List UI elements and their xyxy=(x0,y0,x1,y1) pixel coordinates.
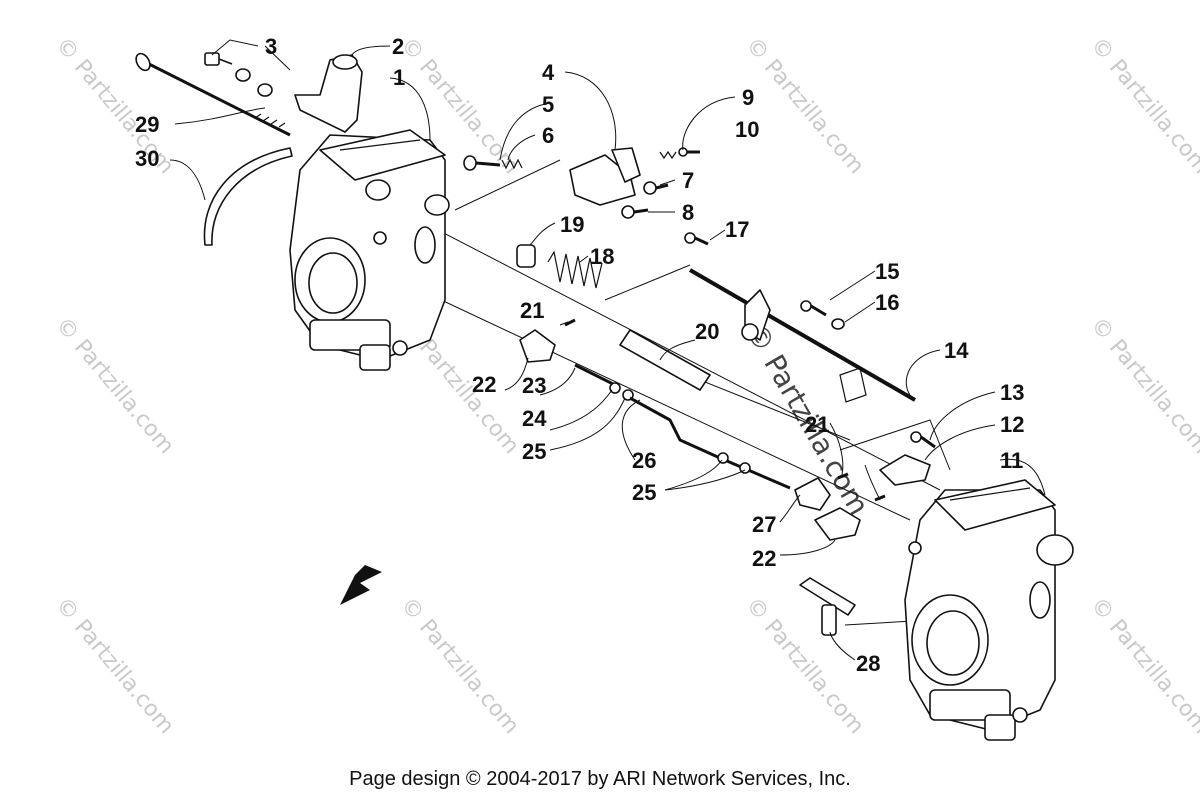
bracket-12 xyxy=(879,454,931,486)
fitting-28 xyxy=(799,577,856,636)
screw-spring-5-6 xyxy=(463,155,523,171)
tube-20 xyxy=(619,329,711,391)
callout-25-lower: 25 xyxy=(632,480,656,505)
shaft-14 xyxy=(688,268,917,403)
leader-lines xyxy=(169,39,1046,661)
callout-21-left: 21 xyxy=(520,298,544,323)
clip-22-left xyxy=(519,329,556,363)
carburetor-left-1 xyxy=(289,129,450,371)
callout-labels: 1 2 3 4 5 6 7 8 9 10 11 12 13 14 15 16 1… xyxy=(135,34,1024,676)
callout-14: 14 xyxy=(944,338,969,363)
screw-7 xyxy=(643,181,669,195)
callout-8: 8 xyxy=(682,200,694,225)
clip-22-right xyxy=(814,507,861,541)
callout-4: 4 xyxy=(542,60,555,85)
watermark-5: © Partzilla.com xyxy=(50,313,178,459)
callout-15: 15 xyxy=(875,259,899,284)
watermark-11: © Partzilla.com xyxy=(1085,593,1200,739)
callout-25-upper: 25 xyxy=(522,439,546,464)
footer-copyright: Page design © 2004-2017 by ARI Network S… xyxy=(349,768,851,790)
rod-assembly-23-26 xyxy=(574,363,791,490)
callout-11: 11 xyxy=(1000,448,1023,473)
callout-21-right: 21 xyxy=(805,412,829,437)
spring-18 xyxy=(547,250,603,289)
direction-arrow-icon xyxy=(340,565,382,605)
plate-4 xyxy=(611,147,641,183)
screw-8 xyxy=(621,205,649,219)
callout-22-left: 22 xyxy=(472,372,496,397)
bracket-2-boss xyxy=(332,54,358,70)
screw-13 xyxy=(910,431,936,449)
callout-24: 24 xyxy=(522,406,547,431)
watermark-7: © Partzilla.com xyxy=(1085,313,1200,459)
screw-15 xyxy=(800,300,827,317)
callout-18: 18 xyxy=(590,244,614,269)
nut-16 xyxy=(831,318,845,330)
callout-29: 29 xyxy=(135,112,159,137)
screw-9-10 xyxy=(659,147,700,160)
watermark-3: © Partzilla.com xyxy=(740,33,868,179)
callout-13: 13 xyxy=(1000,380,1024,405)
watermark-10: © Partzilla.com xyxy=(740,593,868,739)
callout-9: 9 xyxy=(742,85,754,110)
assembly-centerlines xyxy=(379,159,951,626)
screw-21-right xyxy=(837,472,886,502)
callout-30: 30 xyxy=(135,146,159,171)
callout-3: 3 xyxy=(265,34,277,59)
callout-16: 16 xyxy=(875,290,899,315)
callout-20: 20 xyxy=(695,319,719,344)
callout-12: 12 xyxy=(1000,412,1024,437)
watermark-4: © Partzilla.com xyxy=(1085,33,1200,179)
hose-30 xyxy=(203,147,293,246)
callout-22-right: 22 xyxy=(752,546,776,571)
callout-5: 5 xyxy=(542,92,554,117)
carburetor-right-11 xyxy=(904,479,1074,741)
callout-2: 2 xyxy=(392,34,404,59)
bushing-19 xyxy=(516,244,536,268)
screw-21-left xyxy=(564,318,576,327)
watermark-9: © Partzilla.com xyxy=(395,593,523,739)
callout-1: 1 xyxy=(393,65,405,90)
callout-28: 28 xyxy=(856,651,880,676)
screw-washers-3 xyxy=(204,52,273,97)
callout-10: 10 xyxy=(735,117,759,142)
long-bolt-29 xyxy=(135,52,291,137)
callout-23: 23 xyxy=(522,373,546,398)
callout-17: 17 xyxy=(725,217,749,242)
watermark-8: © Partzilla.com xyxy=(50,593,178,739)
screw-17 xyxy=(684,232,709,246)
callout-19: 19 xyxy=(560,212,584,237)
callout-26: 26 xyxy=(632,448,656,473)
clip-27 xyxy=(794,477,831,511)
callout-27: 27 xyxy=(752,512,776,537)
callout-6: 6 xyxy=(542,123,554,148)
callout-7: 7 xyxy=(682,168,694,193)
